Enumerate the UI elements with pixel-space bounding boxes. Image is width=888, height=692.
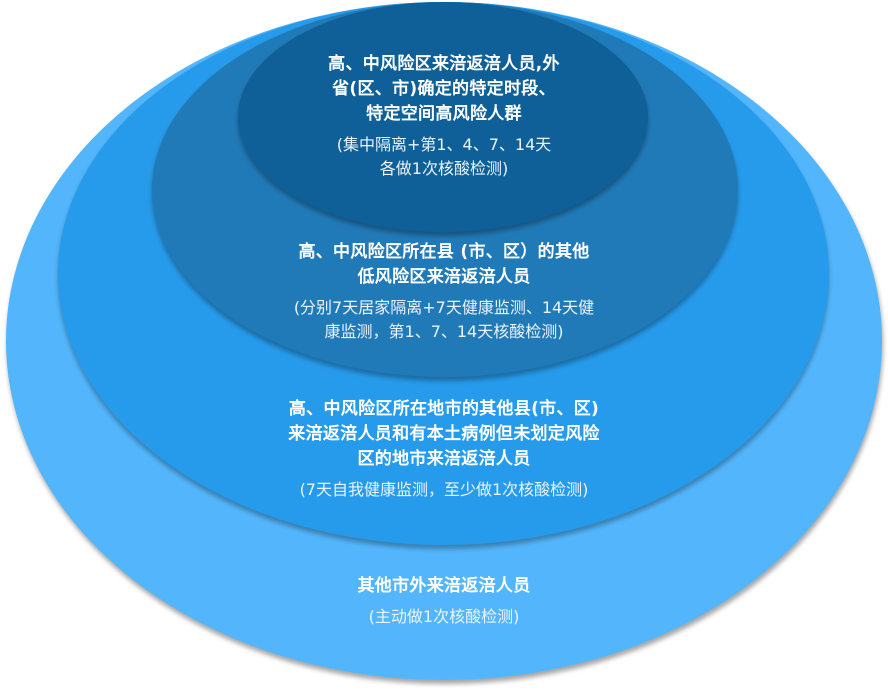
innermost-title-line-1: 高、中风险区来涪返涪人员,外: [328, 54, 560, 74]
third-note-line-2: 康监测，第1、7、14天核酸检测): [324, 322, 564, 341]
third-title-line-2: 低风险区来涪返涪人员: [357, 267, 531, 287]
second-title-line-1: 高、中风险区所在地市的其他县(市、区): [288, 399, 600, 419]
label-second: 高、中风险区所在地市的其他县(市、区) 来涪返涪人员和有本土病例但未划定风险 区…: [0, 397, 888, 502]
innermost-note-line-2: 各做1次核酸检测): [379, 159, 509, 178]
third-note-line-1: (分别7天居家隔离+7天健康监测、14天健: [293, 298, 595, 317]
second-title-line-3: 区的地市来涪返涪人员: [357, 449, 531, 469]
second-title-line-2: 来涪返涪人员和有本土病例但未划定风险: [288, 424, 600, 444]
second-note-line-1: (7天自我健康监测，至少做1次核酸检测): [299, 480, 589, 499]
third-title-line-1: 高、中风险区所在县 (市、区）的其他: [298, 242, 590, 262]
label-innermost: 高、中风险区来涪返涪人员,外 省(区、市)确定的特定时段、 特定空间高风险人群 …: [0, 52, 888, 181]
outermost-title-line-1: 其他市外来涪返涪人员: [357, 576, 531, 596]
label-third: 高、中风险区所在县 (市、区）的其他 低风险区来涪返涪人员 (分别7天居家隔离+…: [0, 240, 888, 344]
label-outermost: 其他市外来涪返涪人员 (主动做1次核酸检测): [0, 574, 888, 629]
outermost-note-line-1: (主动做1次核酸检测): [368, 607, 520, 626]
innermost-title-line-2: 省(区、市)确定的特定时段、: [332, 79, 556, 99]
innermost-note-line-1: (集中隔离+第1、4、7、14天: [336, 135, 552, 154]
innermost-title-line-3: 特定空间高风险人群: [366, 104, 522, 124]
ellipse-high-mid-risk-core: [238, 2, 648, 232]
